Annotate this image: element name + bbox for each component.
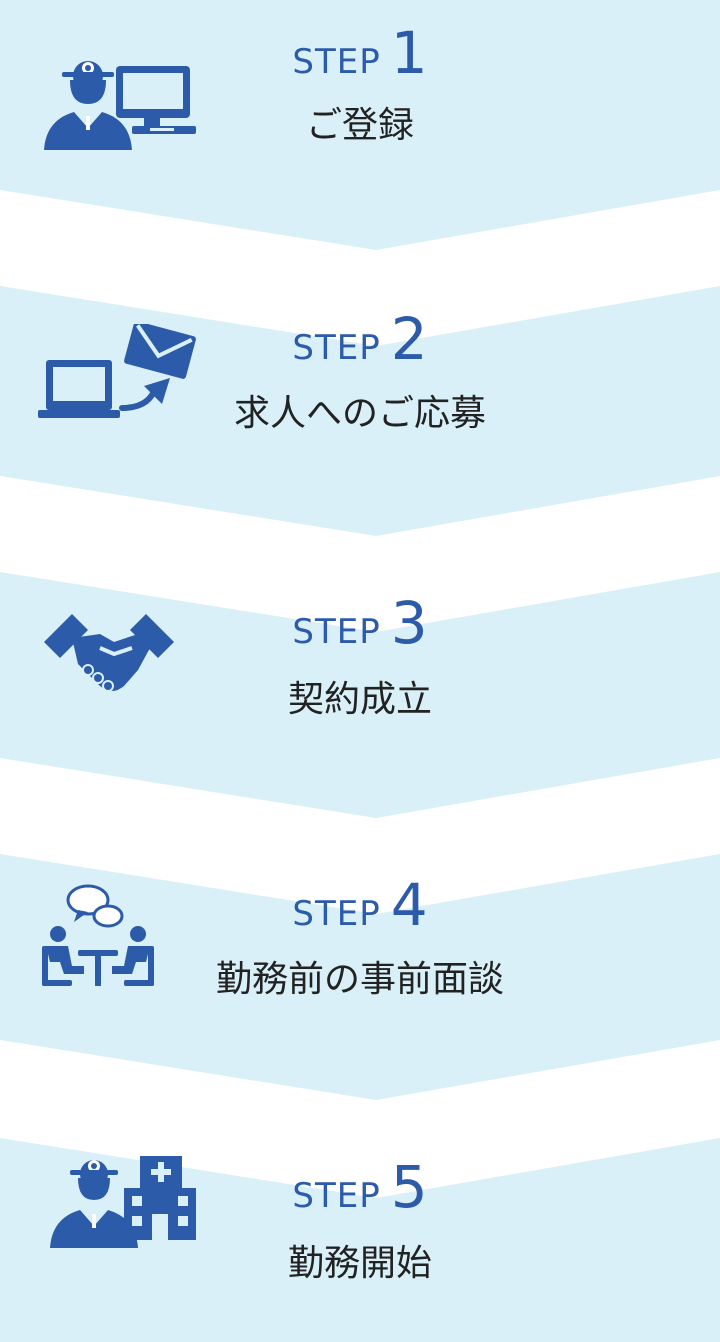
step-1-title: ご登録 — [305, 105, 414, 146]
step-4-band — [0, 854, 720, 1100]
step-2-label: STEP — [292, 328, 381, 368]
laptop-send-mail-icon — [38, 324, 196, 418]
step-1-number: 1 — [390, 19, 428, 87]
doctor-hospital-icon — [50, 1156, 196, 1248]
step-5-number: 5 — [390, 1153, 428, 1221]
step-1-label: STEP — [292, 42, 381, 82]
handshake-icon — [44, 614, 174, 692]
step-3-title: 契約成立 — [287, 679, 432, 720]
step-4-label: STEP — [292, 894, 381, 934]
step-3-band — [0, 572, 720, 818]
step-1-band — [0, 0, 720, 250]
doctor-computer-icon — [44, 61, 196, 150]
step-4-title: 勤務前の事前面談 — [215, 959, 504, 1000]
step-2-number: 2 — [390, 305, 428, 373]
meeting-chat-icon — [42, 884, 154, 986]
step-4-number: 4 — [390, 871, 428, 939]
step-2-title: 求人へのご応募 — [233, 393, 486, 434]
step-5-label: STEP — [292, 1176, 381, 1216]
step-3-label: STEP — [292, 612, 381, 652]
step-3-number: 3 — [390, 589, 428, 657]
step-5-title: 勤務開始 — [287, 1243, 432, 1284]
